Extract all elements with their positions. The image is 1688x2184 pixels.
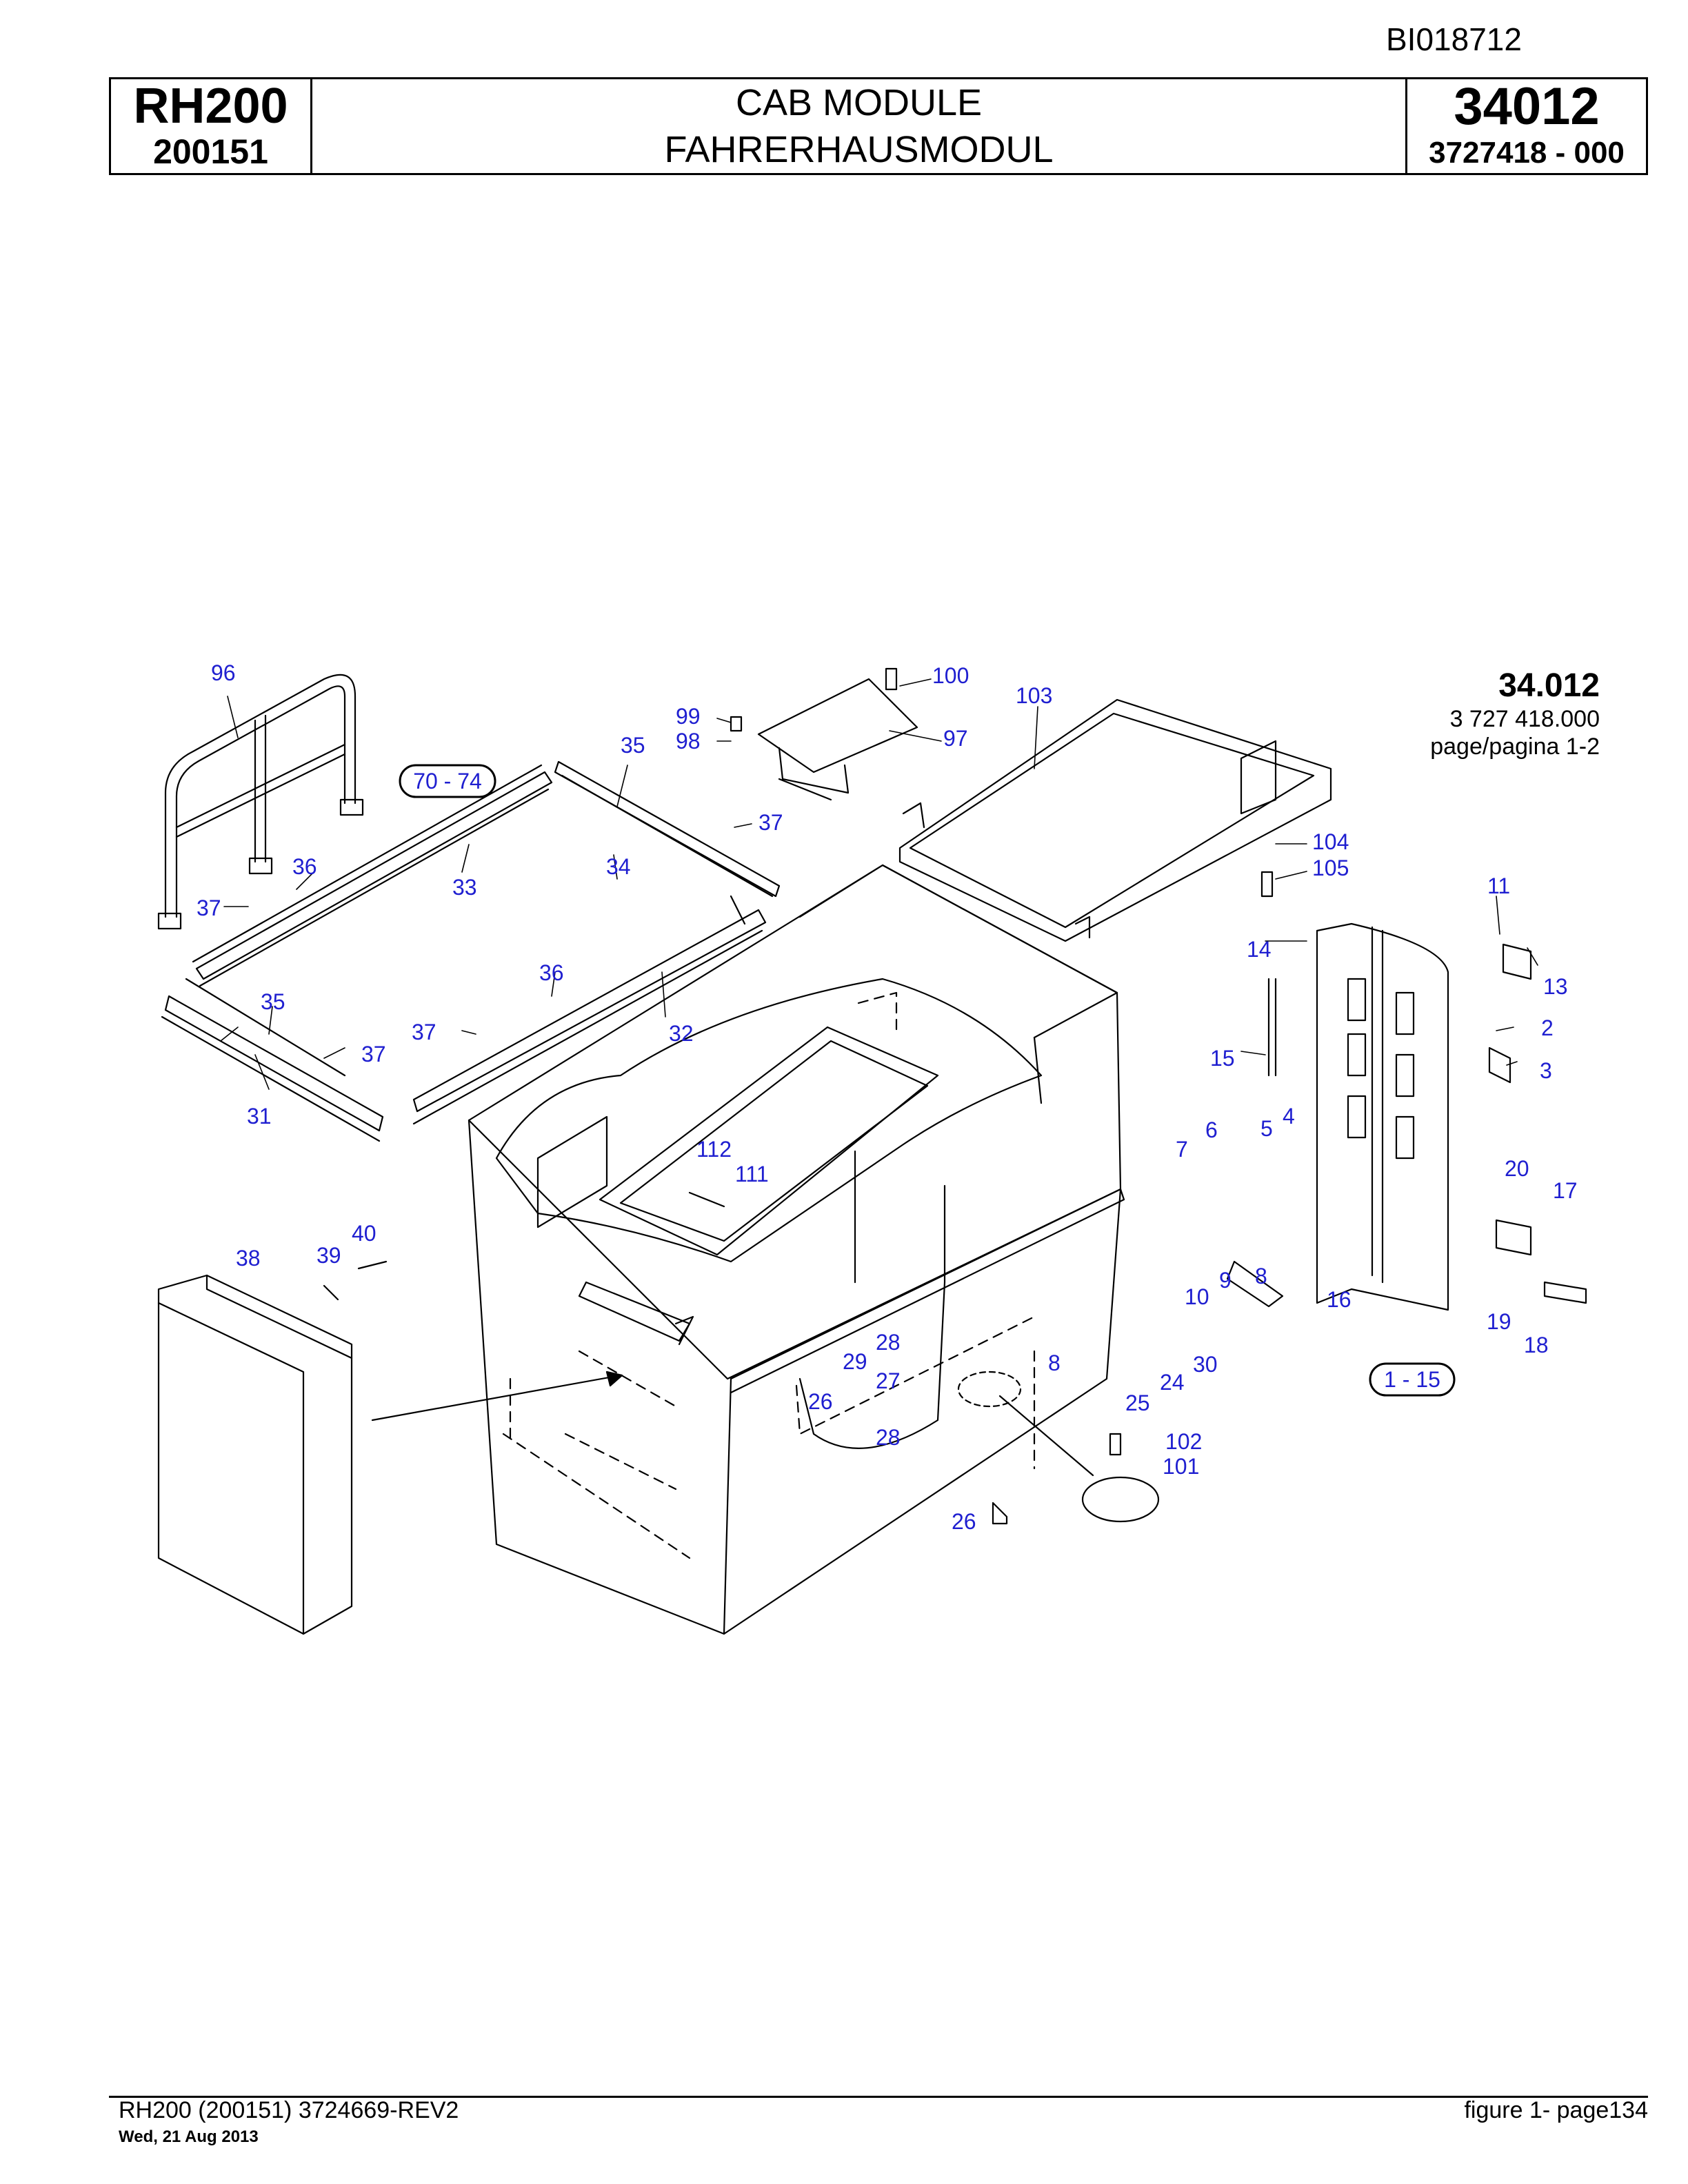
callout-35-top: 35 [621, 733, 645, 758]
callout-28-top: 28 [876, 1330, 901, 1355]
model-name: RH200 [133, 79, 288, 134]
callout-8-door: 8 [1255, 1264, 1267, 1288]
callout-18: 18 [1524, 1333, 1549, 1357]
callout-70-74: 70 - 74 [413, 769, 482, 793]
figure-part: 3 727 418.000 [1450, 706, 1600, 732]
figure-reference: 34.012 3 727 418.000 page/pagina 1-2 [1430, 667, 1600, 760]
callout-98: 98 [676, 729, 701, 754]
callout-26-bottom: 26 [952, 1509, 976, 1534]
document-id: BI018712 [1386, 21, 1522, 57]
fastener-drawings [323, 667, 1587, 1525]
callout-99: 99 [676, 704, 701, 729]
line-art [157, 667, 1587, 1635]
grab-handle-drawing [578, 1281, 694, 1346]
callout-97: 97 [943, 726, 968, 751]
part-number: 3727418 - 000 [1429, 136, 1625, 170]
callout-101: 101 [1163, 1454, 1199, 1479]
callout-37-left: 37 [197, 896, 221, 920]
callout-24: 24 [1160, 1370, 1185, 1395]
callout-35-left: 35 [261, 989, 285, 1014]
title-cell: CAB MODULE FAHRERHAUSMODUL [312, 79, 1407, 173]
footer-page-ref: figure 1- page134 [1464, 2097, 1648, 2123]
door-drawing [1267, 922, 1449, 1311]
callout-32: 32 [669, 1021, 694, 1046]
callout-bubble-70-74 [399, 764, 496, 798]
cover-plate-drawing [757, 678, 918, 801]
callout-bubble-1-15 [1369, 1362, 1456, 1397]
callout-9: 9 [1219, 1268, 1232, 1293]
callout-33: 33 [452, 875, 477, 900]
callout-6: 6 [1205, 1118, 1218, 1142]
group-cell: 34012 3727418 - 000 [1407, 79, 1646, 173]
manhole-cover-drawing [957, 1371, 1160, 1523]
callout-112: 112 [696, 1137, 732, 1162]
figure-number: 34.012 [1498, 667, 1600, 704]
callout-37-mid: 37 [361, 1042, 386, 1066]
rail-frame-drawing [161, 760, 781, 1142]
footer-rule [109, 2096, 1648, 2098]
title-english: CAB MODULE [735, 82, 983, 123]
callout-29: 29 [843, 1349, 867, 1374]
callout-111: 111 [735, 1162, 769, 1186]
callout-26-top: 26 [808, 1389, 833, 1414]
callout-2: 2 [1541, 1015, 1554, 1040]
callout-103: 103 [1016, 683, 1052, 708]
callout-96: 96 [211, 660, 236, 685]
callout-36-left: 36 [292, 854, 317, 879]
serial-number: 200151 [153, 132, 268, 171]
callout-10: 10 [1185, 1284, 1209, 1309]
callout-37-center: 37 [412, 1020, 436, 1044]
roof-panel-drawing [898, 698, 1332, 942]
footer-date: Wed, 21 Aug 2013 [119, 2127, 259, 2146]
callout-30: 30 [1193, 1352, 1218, 1377]
callout-36-mid: 36 [539, 960, 564, 985]
cab-body-drawing [468, 864, 1125, 1635]
callout-labels: 96 100 103 99 98 97 35 70 - 74 37 104 10… [197, 660, 1578, 1534]
callout-37-top: 37 [758, 810, 783, 835]
callout-16: 16 [1327, 1287, 1352, 1312]
callout-28-bottom: 28 [876, 1425, 901, 1450]
callout-13: 13 [1543, 974, 1568, 999]
callout-7: 7 [1176, 1137, 1188, 1162]
callout-100: 100 [932, 663, 969, 688]
title-block: RH200 200151 CAB MODULE FAHRERHAUSMODUL … [109, 77, 1648, 175]
callout-5: 5 [1260, 1116, 1273, 1141]
leader-lines [220, 678, 1538, 1090]
footer-doc-ref: RH200 (200151) 3724669-REV2 [119, 2097, 459, 2123]
callout-25: 25 [1125, 1391, 1150, 1415]
callout-105: 105 [1312, 856, 1349, 880]
callout-11: 11 [1487, 873, 1510, 898]
callout-15: 15 [1210, 1046, 1235, 1071]
figure-page: page/pagina 1-2 [1430, 734, 1600, 760]
callout-17: 17 [1553, 1178, 1578, 1203]
callout-40: 40 [352, 1221, 376, 1246]
callout-31: 31 [247, 1104, 272, 1129]
callout-20: 20 [1505, 1156, 1529, 1181]
callout-4: 4 [1283, 1104, 1295, 1129]
callout-104: 104 [1312, 829, 1349, 854]
group-number: 34012 [1454, 77, 1600, 136]
callout-27: 27 [876, 1368, 901, 1393]
callout-1-15: 1 - 15 [1384, 1367, 1440, 1392]
handrail-drawing [157, 674, 364, 930]
callout-3: 3 [1540, 1058, 1552, 1083]
callout-102: 102 [1165, 1429, 1202, 1454]
side-panel-drawing [157, 1274, 623, 1635]
callout-14: 14 [1247, 937, 1272, 962]
callout-38: 38 [236, 1246, 261, 1271]
model-cell: RH200 200151 [111, 79, 312, 173]
hidden-lines-drawing [502, 991, 1036, 1559]
callout-34: 34 [606, 854, 631, 879]
callout-8-floor: 8 [1048, 1351, 1061, 1375]
title-german: FAHRERHAUSMODUL [664, 129, 1054, 170]
callout-19: 19 [1487, 1309, 1511, 1334]
callout-39: 39 [316, 1243, 341, 1268]
